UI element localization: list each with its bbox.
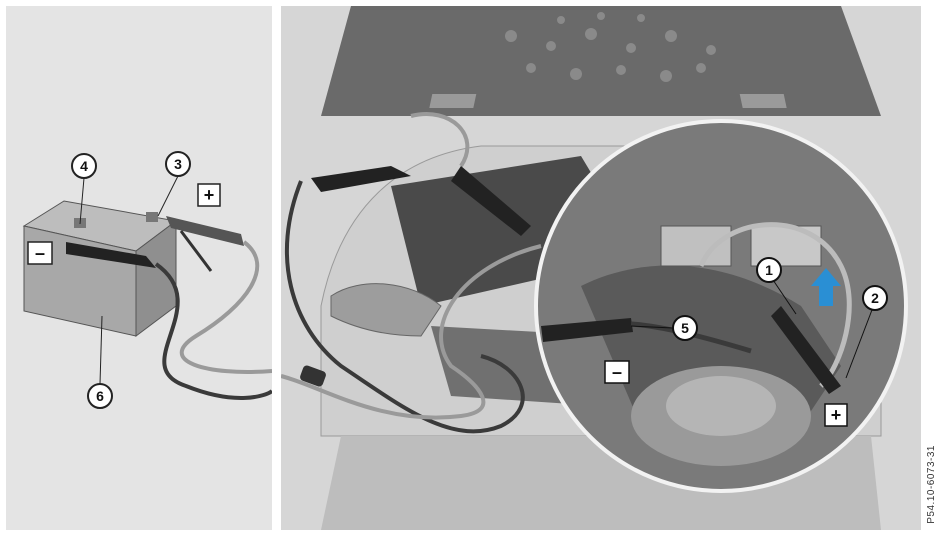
positive-terminal <box>146 212 158 222</box>
negative-cable-left <box>156 264 272 398</box>
figure-code: P54.10-6073-31 <box>926 445 937 524</box>
callout-6-label: 6 <box>96 388 104 404</box>
donor-battery-panel: 4 3 6 – + <box>6 6 272 530</box>
callout-1-label: 1 <box>765 262 773 278</box>
callout-5-label: 5 <box>681 320 689 336</box>
vehicle-drawing: 1 2 5 – + <box>281 6 921 530</box>
magnified-detail <box>536 121 906 491</box>
panel-divider <box>273 0 280 534</box>
donor-battery-drawing: 4 3 6 – + <box>6 6 272 530</box>
positive-sign-right: + <box>831 405 842 425</box>
positive-clamp-left <box>166 216 244 246</box>
positive-sign-left: + <box>204 185 215 205</box>
callout-2-label: 2 <box>871 290 879 306</box>
hood-underside <box>321 6 881 116</box>
callout-3-label: 3 <box>174 156 182 172</box>
callout-4-label: 4 <box>80 158 88 174</box>
positive-cable-left <box>182 242 272 372</box>
vehicle-panel: 1 2 5 – + <box>281 6 921 530</box>
negative-sign-left: – <box>35 243 45 263</box>
negative-sign-right: – <box>612 362 622 382</box>
